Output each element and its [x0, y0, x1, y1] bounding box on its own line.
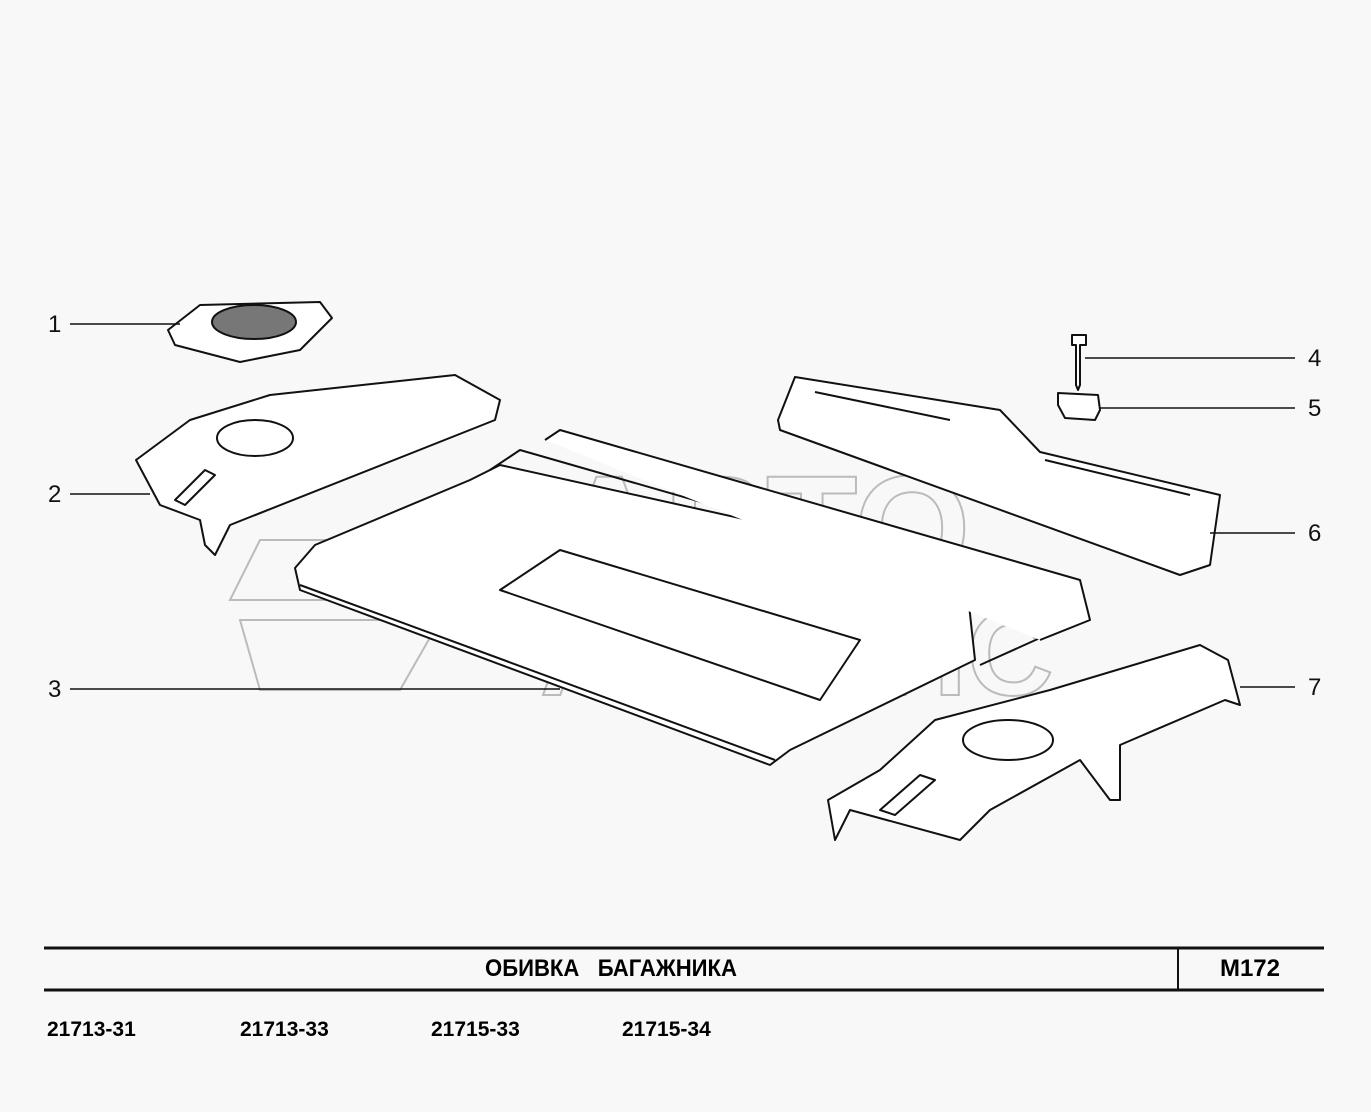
callout-1: 1: [48, 311, 62, 338]
callout-3: 3: [48, 676, 62, 703]
part-6-rear-trim: [777, 376, 1221, 576]
title-block: [44, 946, 1324, 992]
model-code: 21713-31: [47, 1018, 136, 1041]
part-2-left-panel: [135, 374, 501, 556]
callout-5: 5: [1308, 395, 1322, 422]
callout-6: 6: [1308, 520, 1322, 547]
model-code: 21715-34: [622, 1018, 711, 1041]
part-4-screw: [1071, 334, 1087, 391]
callout-2: 2: [48, 481, 62, 508]
callout-7: 7: [1308, 674, 1322, 701]
model-code: 21715-33: [431, 1018, 520, 1041]
model-code: 21713-33: [240, 1018, 329, 1041]
diagram-title: ОБИВКА БАГАЖНИКА: [485, 955, 737, 982]
leader-lines: [70, 323, 1295, 690]
callout-4: 4: [1308, 345, 1322, 372]
part-5-clip: [1057, 392, 1101, 421]
diagram-code: M172: [1219, 955, 1281, 982]
